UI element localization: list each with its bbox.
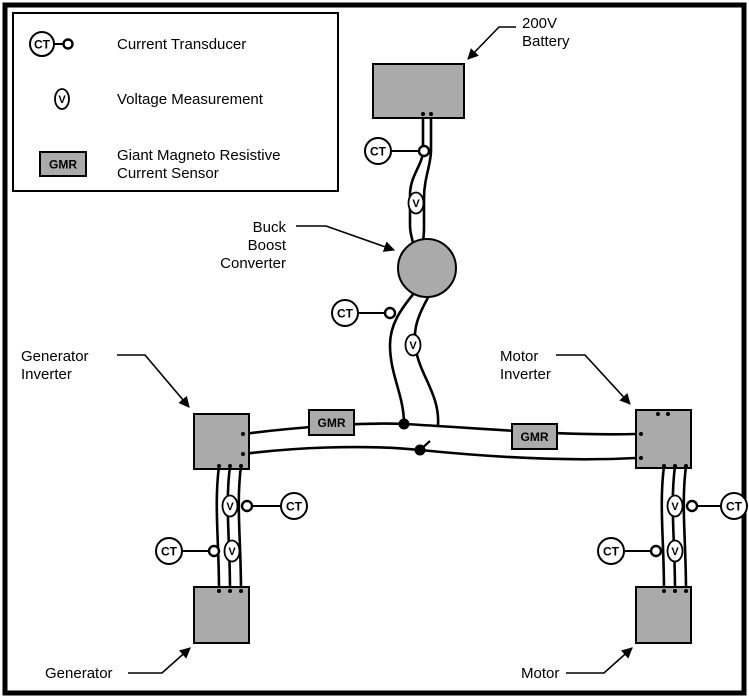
generator-label: Generator (45, 665, 113, 682)
legend: CT Current Transducer V Voltage Measurem… (12, 12, 339, 192)
legend-gmr-text: GMR (49, 158, 77, 172)
legend-gmr-symbol: GMR (39, 151, 87, 177)
svg-text:CT: CT (337, 307, 354, 321)
motor-inverter-arrow (556, 354, 631, 405)
battery-label-line1: 200V (522, 15, 557, 32)
ct-sensor-motor-upper: CT (685, 492, 748, 520)
v-sensor-battery: V (407, 191, 425, 215)
svg-text:CT: CT (726, 500, 743, 514)
gmr-sensor-motor-side: GMR (511, 423, 558, 450)
svg-text:V: V (671, 546, 679, 558)
battery (372, 63, 465, 119)
motor-box (635, 586, 692, 644)
converter-label-line3: Converter (220, 255, 286, 272)
legend-gmr-description-line1: Giant Magneto Resistive (117, 147, 280, 164)
converter-label-line2: Boost (248, 237, 287, 254)
converter-label-line1: Buck (253, 219, 287, 236)
junction-dot-upper (398, 418, 410, 430)
generator-inverter-label-line1: Generator (21, 348, 89, 365)
legend-ct-description: Current Transducer (117, 36, 246, 53)
v-sensor-generator-upper: V (221, 494, 239, 518)
svg-text:V: V (228, 546, 236, 558)
junction-dot-lower (414, 444, 426, 456)
ct-sensor-battery: CT (364, 137, 431, 165)
battery-arrow (467, 26, 516, 60)
motor-inverter-label-line2: Inverter (500, 366, 551, 383)
motor-inverter (635, 409, 692, 469)
wiring (215, 118, 688, 592)
motor-label: Motor (521, 665, 559, 682)
svg-text:V: V (671, 501, 679, 513)
legend-ct-text: CT (34, 38, 51, 52)
ct-sensor-generator-lower: CT (155, 537, 221, 565)
motor-inverter-label-line1: Motor (500, 348, 538, 365)
gmr-motor-text: GMR (521, 430, 549, 444)
generator-inverter-box (193, 413, 250, 470)
battery-box (372, 63, 465, 119)
legend-v-symbol: V (54, 88, 70, 110)
generator-arrow (128, 647, 191, 674)
v-sensor-generator-lower: V (223, 539, 241, 563)
svg-text:CT: CT (603, 545, 620, 559)
legend-v-text: V (58, 94, 66, 106)
gmr-generator-text: GMR (318, 416, 346, 430)
generator (193, 586, 250, 644)
svg-text:V: V (226, 501, 234, 513)
svg-text:V: V (412, 198, 420, 210)
svg-text:CT: CT (286, 500, 303, 514)
legend-ct-symbol: CT (29, 31, 74, 57)
v-sensor-motor-lower: V (666, 539, 684, 563)
motor (635, 586, 692, 644)
v-sensor-bus: V (404, 333, 422, 357)
motor-arrow (566, 647, 633, 674)
ct-sensor-bus: CT (331, 299, 397, 327)
generator-box (193, 586, 250, 644)
ct-sensor-generator-upper: CT (240, 492, 308, 520)
svg-text:CT: CT (161, 545, 178, 559)
v-sensor-motor-upper: V (666, 494, 684, 518)
ct-sensor-motor-lower: CT (597, 537, 663, 565)
legend-gmr-description-line2: Current Sensor (117, 165, 219, 182)
svg-text:V: V (409, 340, 417, 352)
legend-v-description: Voltage Measurement (117, 91, 264, 108)
converter-arrow (296, 225, 396, 252)
generator-inverter-label-line2: Inverter (21, 366, 72, 383)
motor-inverter-box (635, 409, 692, 469)
gmr-sensor-generator-side: GMR (308, 409, 355, 436)
converter-circle (397, 238, 457, 298)
generator-inverter (193, 413, 250, 470)
generator-inverter-arrow (117, 354, 190, 408)
svg-text:CT: CT (370, 145, 387, 159)
battery-label-line2: Battery (522, 33, 570, 50)
